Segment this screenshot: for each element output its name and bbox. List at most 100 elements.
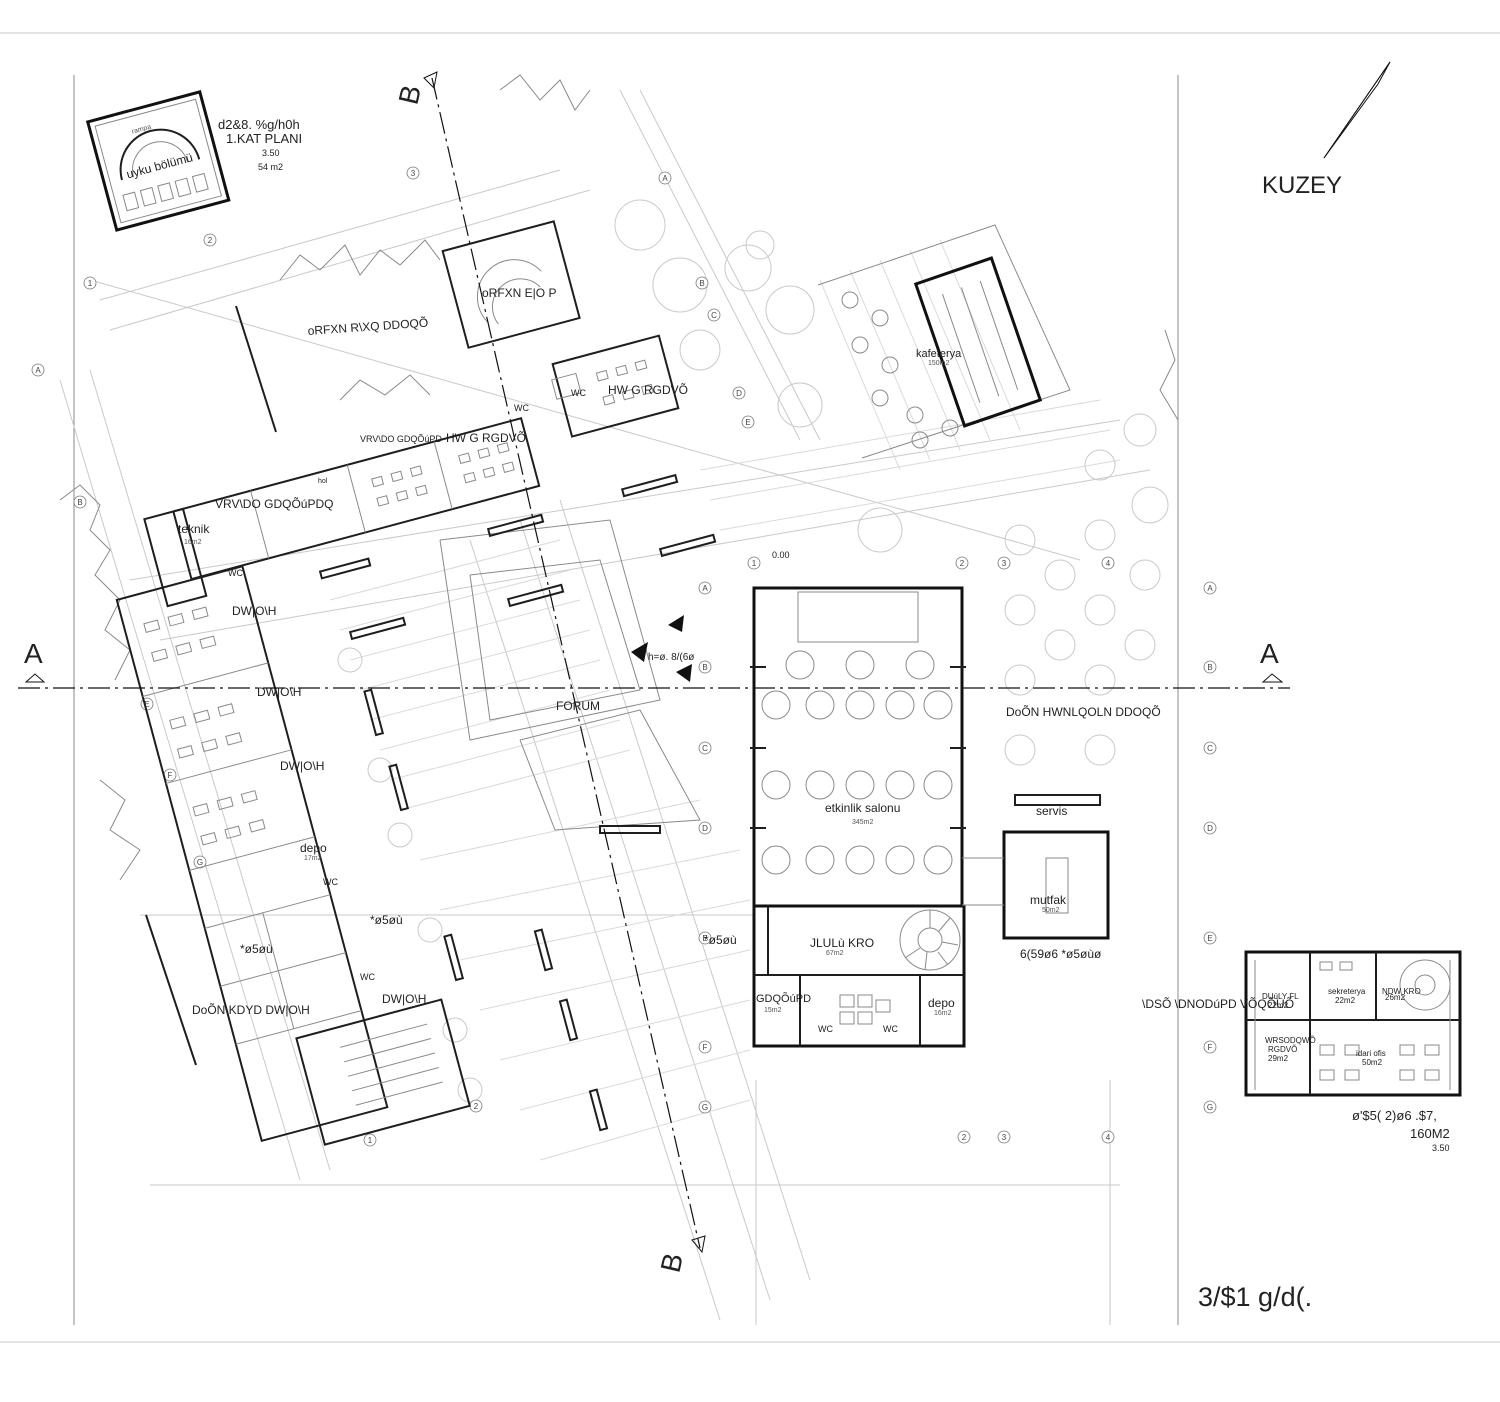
admin-floor: NDW KRO: [1382, 987, 1421, 996]
room-labels: oRFXN R\XQ DDOQÕ oRFXN E|O P HW G RGDVÕ …: [178, 286, 1294, 1034]
grid-label: D: [736, 389, 742, 398]
grid-label: 2: [962, 1133, 967, 1142]
grid-markers: A B C D E F G A B C D E F G 1 2 3 4 2 3 …: [31, 166, 1217, 1147]
grid-label: G: [702, 1103, 708, 1112]
label-kafeterya: kafeterya: [916, 348, 962, 360]
admin-secretary-area: 22m2: [1335, 996, 1356, 1005]
label-forum: FORUM: [556, 699, 600, 713]
north-arrow-icon: [1323, 61, 1391, 159]
admin-office: idari ofis: [1356, 1049, 1386, 1058]
label-depo-east: depo: [928, 996, 955, 1010]
grid-label: 4: [1106, 559, 1111, 568]
ramp-label: rampa: [131, 124, 152, 136]
label-wc-6: WC: [818, 1024, 833, 1034]
grid-label: A: [702, 584, 708, 593]
label-wc-2: WC: [571, 388, 586, 398]
grid-label: B: [702, 663, 707, 672]
label-hol: hol: [318, 478, 328, 485]
label-atolye-4: DW|O\H: [382, 992, 426, 1006]
label-teknik-area: 16m2: [184, 539, 202, 546]
grid-label: E: [702, 934, 707, 943]
label-cocuk-oyun: oRFXN R\XQ DDOQÕ: [307, 315, 428, 338]
grid-label: A: [35, 366, 41, 375]
sheet-title: 3/$1 g/d(.: [1198, 1282, 1312, 1312]
section-a-right: A: [1260, 638, 1279, 669]
grid-label: 1: [88, 279, 93, 288]
grid-label: C: [702, 744, 708, 753]
label-servis-giris: 6(59ø6 *ø5øùø: [1020, 947, 1102, 961]
sleep-inset-title: d2&8. %g/h0h: [218, 117, 300, 132]
label-giris-1: *ø5øù: [370, 913, 403, 927]
grid-label: E: [1207, 934, 1212, 943]
grid-label: B: [77, 498, 82, 507]
admin-inset-title: ø'$5( 2)ø6 .$7,: [1352, 1108, 1437, 1123]
label-wc-7: WC: [883, 1024, 898, 1034]
label-wc-4: WC: [323, 877, 338, 887]
label-atolye-1: DW|O\H: [232, 604, 276, 618]
label-etkinlik: etkinlik salonu: [825, 801, 900, 815]
label-depo-west: depo: [300, 841, 327, 855]
grid-label: B: [699, 279, 704, 288]
label-wc-3: WC: [228, 568, 243, 578]
sleep-room-label: uyku bölümü: [125, 150, 194, 181]
grid-label: B: [1207, 663, 1212, 672]
label-depo-east-area: 16m2: [934, 1010, 952, 1017]
grid-label: A: [662, 174, 668, 183]
grid-label: 3: [1002, 559, 1007, 568]
admin-floor-area: 26m2: [1385, 993, 1406, 1002]
label-etut-2: HW G RGDVÕ: [446, 430, 526, 445]
label-giris-holu: JLULù KRO: [810, 936, 874, 950]
grid-label: 1: [368, 1136, 373, 1145]
label-depo-west-area: 17m2: [304, 855, 322, 862]
admin-archive: DUúLY FL: [1262, 992, 1299, 1001]
section-b-bottom: B: [655, 1250, 689, 1275]
grid-label: 4: [1106, 1133, 1111, 1142]
grid-label: E: [144, 700, 149, 709]
label-etut-1: HW G RGDVÕ: [608, 382, 688, 397]
grid-label: C: [711, 311, 717, 320]
label-kafeterya-area: 150m2: [928, 360, 950, 367]
label-giris-holu-area: 67m2: [826, 950, 844, 957]
label-teknik: teknik: [178, 522, 210, 536]
grid-label: F: [168, 771, 173, 780]
label-atolye-2: DW|O\H: [257, 685, 301, 699]
label-yapi-alan: \DSÕ \DNODúPD VÕQÕUÕ: [1142, 996, 1294, 1011]
admin-elevation: 3.50: [1432, 1143, 1450, 1153]
admin-meeting-2: RGDVÕ: [1268, 1045, 1297, 1054]
sleep-inset-subtitle: 1.KAT PLANI: [226, 131, 302, 146]
label-sosyal-2: VRV\DO GDQÕúPDQ: [215, 496, 333, 511]
grid-label: 3: [411, 169, 416, 178]
admin-office-area: 50m2: [1362, 1058, 1383, 1067]
admin-inset-subtitle: 160M2: [1410, 1126, 1450, 1141]
grid-label: D: [702, 824, 708, 833]
grid-label: D: [1207, 824, 1213, 833]
grid-label: G: [197, 858, 203, 867]
label-mutfak-area: 50m2: [1042, 907, 1060, 914]
sleep-inset: rampa uyku bölümü d2&8. %g/h0h 1.KAT PLA…: [85, 90, 302, 232]
level-label: h=ø. 8/(6ø: [648, 652, 694, 663]
label-sosyal-1: VRV\DO GDQÕúPD: [360, 434, 442, 444]
section-lines: A A B B: [18, 71, 1290, 1275]
elevation-zero: 0.00: [772, 550, 790, 560]
sleep-elevation: 3.50: [262, 148, 280, 158]
grid-label: 3: [1002, 1133, 1007, 1142]
grid-label: F: [1208, 1043, 1213, 1052]
event-hall: [750, 586, 1110, 1048]
grid-label: 2: [208, 236, 213, 245]
label-giris-3: *ø5øù: [704, 933, 737, 947]
grid-label: G: [1207, 1103, 1213, 1112]
admin-meeting-area: 29m2: [1268, 1054, 1289, 1063]
label-etkinlik-area: 345m2: [852, 819, 874, 826]
label-cocuk-bakim: oRFXN E|O P: [482, 286, 556, 300]
grid-label: F: [703, 1043, 708, 1052]
grid-label: C: [1207, 744, 1213, 753]
label-acik-atolye: DoÕN KDYD DW|O\H: [192, 1002, 310, 1017]
label-danisma: GDQÕúPD: [756, 992, 811, 1005]
grid-label: E: [745, 418, 750, 427]
admin-secretary: sekreterya: [1328, 987, 1366, 996]
section-a-left: A: [24, 638, 43, 669]
grid-label: A: [1207, 584, 1213, 593]
grid-label: 1: [752, 559, 757, 568]
admin-archive-area: 22m2: [1268, 1001, 1289, 1010]
